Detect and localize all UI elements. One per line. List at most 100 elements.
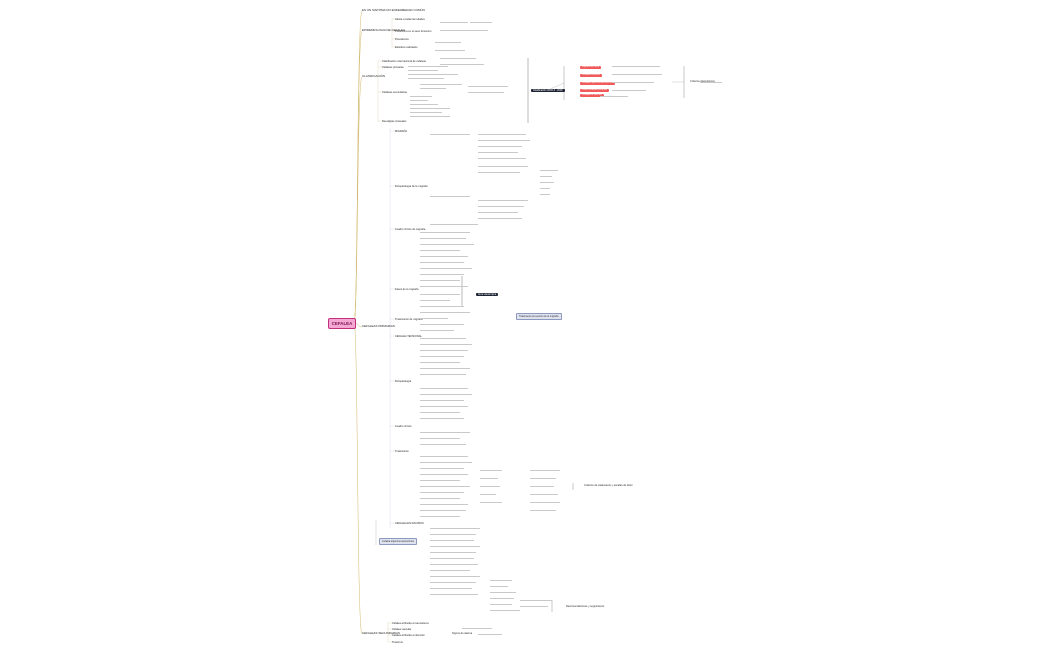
branch-definition[interactable]: ES UN SINTOMA NO ENFERMEDAD COMÚN: [362, 8, 425, 12]
leaf-text-bar: [420, 338, 466, 339]
leaf-text-bar: [430, 134, 470, 135]
prim-dark-node[interactable]: Aura visual típica: [476, 293, 499, 296]
leaf-text-bar: [540, 188, 550, 189]
leaf-text-bar: [480, 486, 500, 487]
class-pink-node[interactable]: Migraña sin aura: [580, 66, 602, 69]
leaf-text-bar: [530, 478, 556, 479]
leaf-text-bar: [430, 576, 480, 577]
leaf-text-bar: [430, 594, 478, 595]
leaf-text-bar: [490, 592, 516, 593]
prim-group[interactable]: Cuadro clínico de migraña: [395, 228, 426, 231]
leaf-text-bar: [408, 78, 444, 79]
leaf-text-bar: [520, 600, 552, 601]
leaf-text-bar: [420, 444, 466, 445]
leaf-text-bar: [410, 100, 428, 101]
leaf-text-bar: [420, 286, 468, 287]
epi-item[interactable]: Prevalencia: [395, 38, 409, 41]
leaf-text-bar: [478, 152, 518, 153]
prim-bottom-box[interactable]: Cefalea trigémino-autonómica: [379, 538, 417, 545]
leaf-text-bar: [435, 42, 461, 43]
epi-item[interactable]: Estudios realizados: [395, 46, 418, 49]
leaf-text-bar: [420, 486, 470, 487]
leaf-text-bar: [410, 96, 432, 97]
leaf-text-bar: [430, 546, 480, 547]
prim-group[interactable]: Tratamiento: [395, 450, 409, 453]
leaf-text-bar: [470, 30, 488, 31]
prim-group[interactable]: MIGRAÑA: [395, 130, 408, 133]
leaf-text-bar: [430, 534, 476, 535]
prim-box-node[interactable]: Tratamiento preventivo de la migraña: [516, 313, 562, 320]
leaf-text-bar: [420, 432, 470, 433]
leaf-text-bar: [540, 170, 558, 171]
leaf-text-bar: [490, 610, 520, 611]
leaf-text-bar: [478, 140, 530, 141]
sec-item[interactable]: Trastorno: [392, 641, 404, 644]
leaf-text-bar: [420, 256, 468, 257]
sec-item[interactable]: Cefalea vascular: [392, 628, 412, 631]
class-pink-node[interactable]: Cefalea en racimos: [580, 94, 604, 97]
leaf-text-bar: [480, 470, 502, 471]
sec-item[interactable]: Cefalea atribuida a infección: [392, 634, 425, 637]
leaf-text-bar: [420, 344, 472, 345]
leaf-text-bar: [420, 318, 448, 319]
class-pink-node[interactable]: Otras cefaleas primarias: [580, 89, 609, 92]
leaf-text-bar: [420, 504, 468, 505]
prim-group[interactable]: CEFALEA EN RACIMOS: [395, 522, 424, 525]
branch-epidemiology[interactable]: EPIDEMIOLOGIA DE CEFALEA: [362, 28, 406, 32]
epi-item[interactable]: Afecta a todas las edades: [395, 18, 425, 21]
prim-group[interactable]: CEFALEA TENSIONAL: [395, 335, 422, 338]
leaf-text-bar: [530, 486, 554, 487]
leaf-text-bar: [478, 212, 518, 213]
sec-item[interactable]: Cefalea atribuida a traumatismo: [392, 622, 429, 625]
leaf-text-bar: [540, 176, 552, 177]
leaf-text-bar: [430, 582, 476, 583]
leaf-text-bar: [420, 516, 460, 517]
leaf-text-bar: [530, 470, 560, 471]
right-box-b[interactable]: Recomendaciones y seguimiento: [566, 605, 605, 608]
right-box-a[interactable]: Criterios de tratamiento y escalas de do…: [584, 484, 633, 487]
branch-classification[interactable]: CLASIFICACIÓN: [362, 74, 386, 78]
leaf-text-bar: [420, 88, 446, 89]
leaf-text-bar: [440, 64, 484, 65]
class-center-node[interactable]: Clasificación ICHD-3 · 2018: [531, 89, 565, 92]
leaf-text-bar: [530, 494, 558, 495]
leaf-text-bar: [420, 350, 468, 351]
prim-group[interactable]: Fisiopatología: [395, 380, 412, 383]
prim-group[interactable]: Fisiopatología de la migraña: [395, 185, 428, 188]
leaf-text-bar: [420, 474, 468, 475]
leaf-text-bar: [410, 116, 450, 117]
leaf-text-bar: [440, 30, 470, 31]
prim-group[interactable]: Fases de la migraña: [395, 288, 419, 291]
epi-item[interactable]: Predomina en el sexo femenino: [395, 30, 432, 33]
leaf-text-bar: [410, 112, 442, 113]
class-item[interactable]: Cefaleas primarias: [382, 66, 404, 69]
leaf-text-bar: [420, 306, 464, 307]
leaf-text-bar: [420, 324, 464, 325]
class-pink-node[interactable]: Cefalea tensional: [580, 74, 602, 77]
leaf-text-bar: [520, 606, 548, 607]
leaf-text-bar: [430, 570, 470, 571]
leaf-text-bar: [480, 502, 502, 503]
prim-group[interactable]: Tratamiento de migraña: [395, 318, 423, 321]
class-pink-node[interactable]: Cefalea trigémino-autonómica: [580, 82, 615, 85]
leaf-text-bar: [420, 300, 450, 301]
class-item[interactable]: Neuralgias craneales: [382, 120, 407, 123]
leaf-text-bar: [420, 244, 474, 245]
class-item[interactable]: Clasificación internacional de cefaleas: [382, 60, 426, 63]
leaf-text-bar: [440, 22, 468, 23]
leaf-text-bar: [410, 108, 450, 109]
leaf-text-bar: [430, 224, 478, 225]
connector: [353, 321, 363, 635]
leaf-text-bar: [420, 388, 468, 389]
leaf-text-bar: [478, 206, 524, 207]
leaf-text-bar: [478, 146, 522, 147]
prim-group[interactable]: Cuadro clínico: [395, 425, 412, 428]
sec-right[interactable]: Signos de alarma: [452, 632, 473, 635]
root-node[interactable]: CEFALEA: [328, 318, 356, 329]
branch-secondary[interactable]: CEFALEAS SECUNDARIAS: [362, 631, 401, 635]
class-right-node[interactable]: Criterios diagnósticos: [690, 80, 715, 83]
branch-primary[interactable]: CEFALEAS PRIMARIAS: [362, 324, 395, 328]
class-item[interactable]: Cefaleas secundarias: [382, 91, 407, 94]
